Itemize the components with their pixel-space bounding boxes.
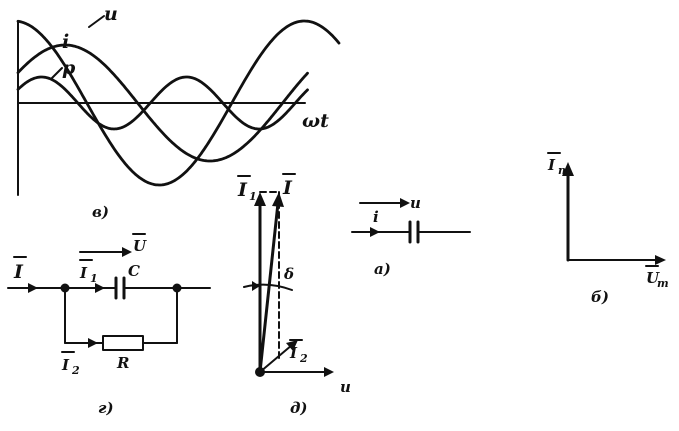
phasor-origin (255, 367, 265, 377)
capacitor-current-label: i (373, 208, 379, 226)
phasor-voltage-arrow-icon (324, 367, 334, 377)
amplitude-current-label: I (547, 156, 556, 174)
current1-arrow-icon (95, 283, 105, 293)
voltage-curve-u (16, 19, 341, 187)
phasor-current1-label: I (237, 179, 248, 201)
power-curve-p (16, 75, 309, 131)
current2-label: I (61, 356, 70, 374)
phasor-current2-subscript: 2 (299, 352, 308, 365)
current2-subscript: 2 (71, 364, 80, 377)
resistor-label: R (116, 354, 129, 372)
amplitude-current-arrow-icon (562, 162, 574, 176)
loss-angle-label: δ (283, 265, 294, 283)
circuit-node-left (60, 283, 70, 293)
capacitor-voltage-label: u (410, 194, 421, 212)
total-current-arrow-icon (28, 283, 38, 293)
curve-u-label: u (104, 3, 118, 25)
total-current-label: I (13, 261, 24, 283)
capacitor-current-arrow-icon (370, 227, 380, 237)
amplitude-voltage-subscript: m (657, 277, 669, 290)
phasor-panel-loss-angle: I 1 I δ I 2 u д) (237, 173, 351, 417)
amplitude-voltage-label: U (646, 269, 660, 287)
phasor-total-current-label: I (282, 177, 293, 199)
phasor-current1-subscript: 1 (249, 190, 257, 203)
waveform-panel: u i p ωt в) (16, 3, 341, 221)
current2-arrow-icon (88, 338, 98, 348)
phasor-current2-arrow-icon (286, 340, 298, 351)
caption-g: г) (98, 399, 114, 417)
loss-angle-arrow-icon (252, 281, 260, 291)
curve-u-label-leader (88, 15, 105, 28)
capacitor-label: C (128, 262, 140, 280)
curve-i-label: i (62, 31, 69, 53)
phasor-current2 (259, 344, 293, 373)
circuit-panel-rc: I U I 1 C I 2 R г) (7, 233, 211, 417)
capacitor-voltage-arrow-icon (400, 198, 410, 208)
phasor-total-current-arrow-icon (272, 192, 284, 207)
caption-v: в) (92, 203, 109, 221)
current-curve-i (16, 43, 309, 163)
loss-angle-arc (243, 283, 293, 291)
caption-a: а) (374, 260, 391, 278)
caption-b: б) (591, 288, 609, 306)
amplitude-voltage-arrow-icon (655, 255, 666, 265)
phasor-current1-arrow-icon (254, 192, 266, 206)
phasor-panel-amplitude: I m U m б) (547, 152, 669, 306)
time-axis-label: ωt (302, 110, 329, 132)
phasor-total-current (258, 201, 280, 374)
voltage-arrow-icon (122, 247, 132, 257)
amplitude-current-subscript: m (558, 164, 570, 177)
curve-p-label-leader (51, 67, 63, 79)
curve-p-label: p (62, 57, 76, 79)
phasor-voltage-label: u (340, 378, 351, 396)
caption-d: д) (290, 399, 308, 417)
voltage-label: U (133, 237, 147, 255)
circuit-node-right (172, 283, 182, 293)
phasor-current2-label: I (289, 344, 298, 362)
current1-label: I (79, 264, 88, 282)
resistor-r (102, 335, 144, 351)
current1-subscript: 1 (90, 272, 98, 285)
capacitor-panel: u i а) (351, 194, 471, 278)
